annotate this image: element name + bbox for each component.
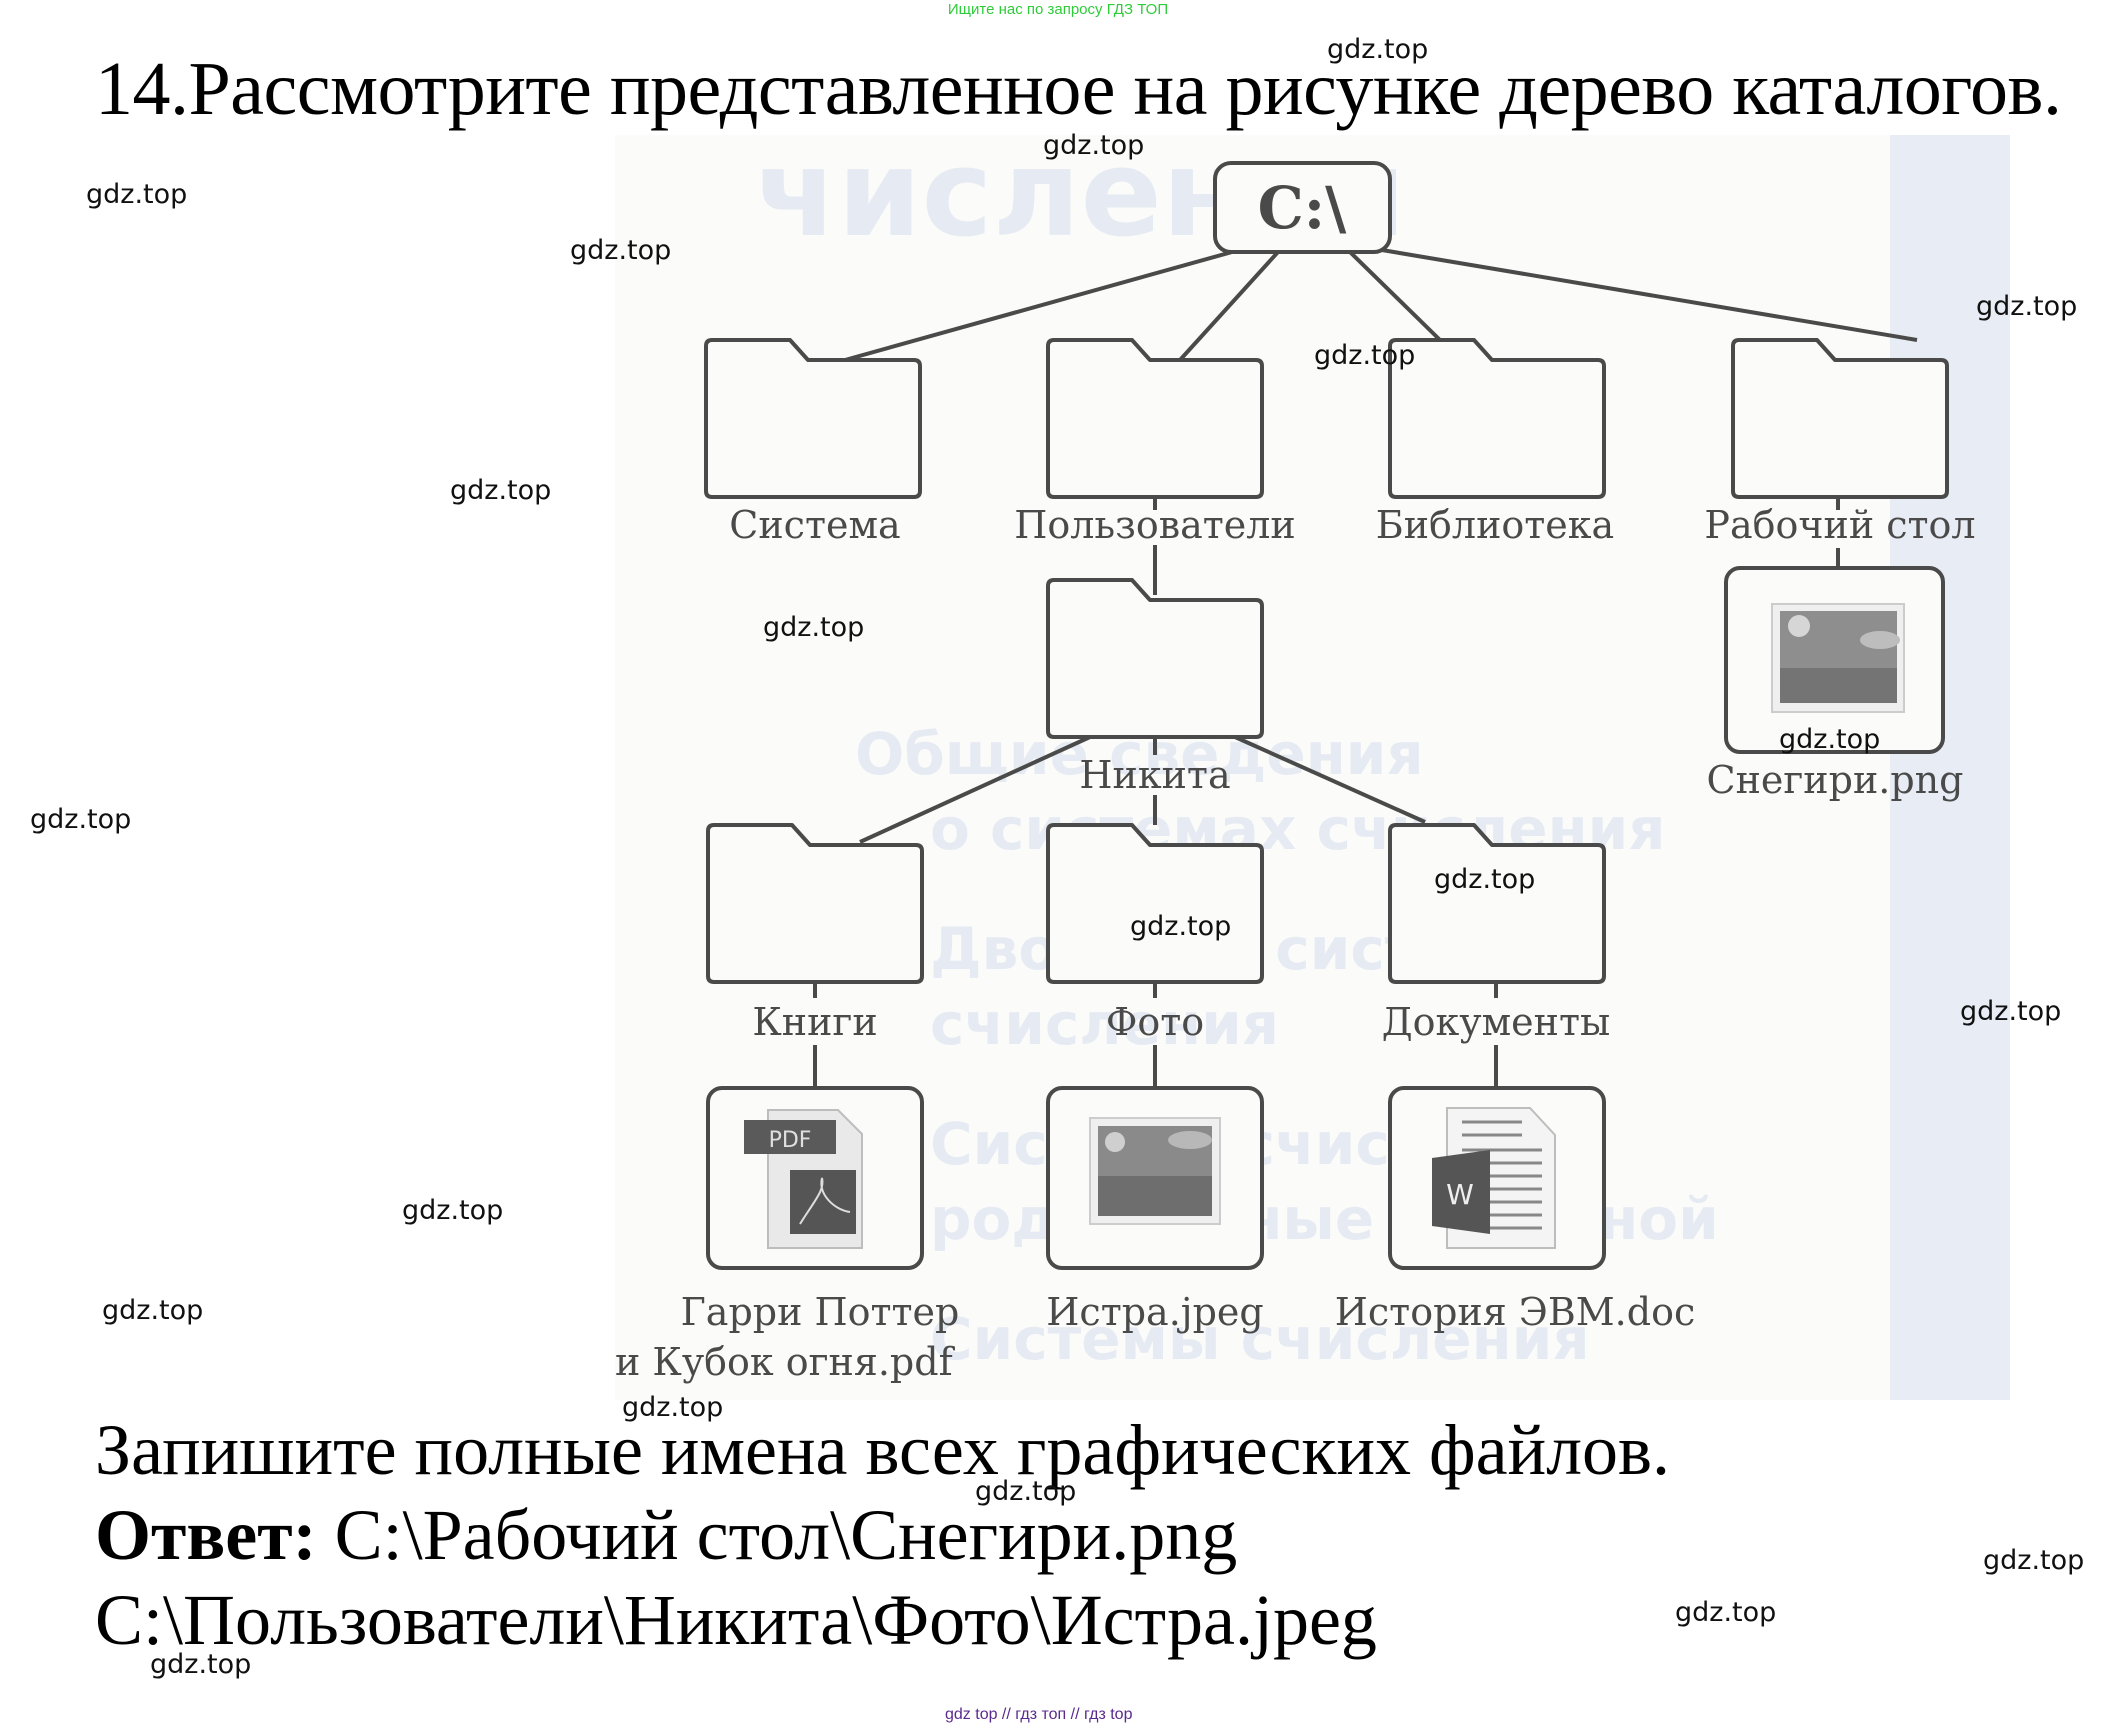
folder-label-photo: Фото — [1105, 1000, 1205, 1044]
ghost-bullet-2b: счисления — [930, 990, 1279, 1058]
edge-root-users — [1178, 250, 1280, 362]
answer-path-1: C:\Рабочий стол\Снегири.png — [316, 1495, 1238, 1575]
watermark: gdz.top — [1327, 34, 1429, 65]
folder-documents-icon — [1388, 823, 1606, 984]
answer-path-2: C:\Пользователи\Никита\Фото\Истра.jpeg — [95, 1580, 1377, 1660]
folder-library-icon — [1388, 338, 1606, 499]
watermark: gdz.top — [1779, 724, 1881, 755]
folder-label-system: Система — [729, 503, 901, 547]
pdf-icon: PDF — [744, 1109, 863, 1249]
edge-root-library — [1348, 250, 1442, 342]
folder-system-icon — [704, 338, 922, 499]
figure-side-strip — [1890, 135, 2010, 1400]
file-label-pdf-line1: Гарри Поттер — [680, 1290, 960, 1334]
root-drive-label: C:\ — [1258, 174, 1348, 242]
task-question: Запишите полные имена всех графических ф… — [95, 1410, 1671, 1490]
watermark: gdz.top — [622, 1392, 724, 1423]
folder-photo-icon — [1046, 823, 1264, 984]
folder-label-books: Книги — [752, 1000, 878, 1044]
edge-root-desktop — [1369, 246, 1918, 342]
watermark: gdz.top — [1434, 864, 1536, 895]
folder-label-desktop: Рабочий стол — [1704, 503, 1976, 547]
watermark: gdz.top — [150, 1649, 252, 1680]
folder-label-nikita: Никита — [1079, 753, 1231, 797]
file-label-pdf-line2: и Кубок огня.pdf — [615, 1340, 953, 1384]
folder-label-library: Библиотека — [1375, 503, 1615, 547]
folder-desktop-icon — [1731, 338, 1949, 499]
answer-line-1: Ответ: C:\Рабочий стол\Снегири.png — [95, 1493, 1237, 1577]
watermark: gdz.top — [1130, 911, 1232, 942]
folder-label-documents: Документы — [1381, 1000, 1611, 1044]
watermark: gdz.top — [1960, 996, 2062, 1027]
ghost-bullet-4a: Системы счисления — [930, 1305, 1590, 1373]
watermark: gdz.top — [1675, 1597, 1777, 1628]
watermark: gdz.top — [570, 235, 672, 266]
edge-nikita-books — [859, 735, 1091, 844]
edge-root-system — [844, 250, 1233, 362]
watermark: gdz.top — [1976, 291, 2078, 322]
image-icon-jpeg — [1089, 1117, 1221, 1225]
folder-label-users: Пользователи — [1014, 503, 1296, 547]
word-icon: W — [1432, 1107, 1556, 1249]
file-label-jpeg: Истра.jpeg — [1046, 1290, 1264, 1334]
edge-nikita-documents — [1234, 735, 1426, 824]
watermark: gdz.top — [1043, 130, 1145, 161]
folder-users-icon — [1046, 338, 1264, 499]
folder-nikita-icon — [1046, 578, 1264, 739]
search-hint: Ищите нас по запросу ГДЗ ТОП — [947, 1, 1169, 18]
watermark: gdz.top — [450, 475, 552, 506]
root-drive-box — [1213, 161, 1392, 254]
watermark: gdz.top — [102, 1295, 204, 1326]
watermark: gdz.top — [1983, 1545, 2085, 1576]
watermark: gdz.top — [1314, 340, 1416, 371]
ghost-bullet-4b: и представление — [930, 1380, 1504, 1400]
watermark: gdz.top — [763, 612, 865, 643]
file-label-png: Снегири.png — [1706, 758, 1964, 802]
watermark: gdz.top — [86, 179, 188, 210]
footer-links: gdz top // гдз топ // гдз top — [945, 1706, 1133, 1723]
word-badge-text: W — [1446, 1178, 1474, 1211]
answer-label: Ответ: — [95, 1495, 317, 1575]
watermark: gdz.top — [402, 1195, 504, 1226]
watermark: gdz.top — [30, 804, 132, 835]
image-icon-png — [1771, 603, 1905, 713]
folder-books-icon — [706, 823, 924, 984]
watermark: gdz.top — [975, 1476, 1077, 1507]
pdf-badge-text: PDF — [769, 1128, 812, 1153]
task-title: 14.Рассмотрите представленное на рисунке… — [95, 47, 2062, 131]
file-label-doc: История ЭВМ.doc — [1334, 1290, 1696, 1334]
